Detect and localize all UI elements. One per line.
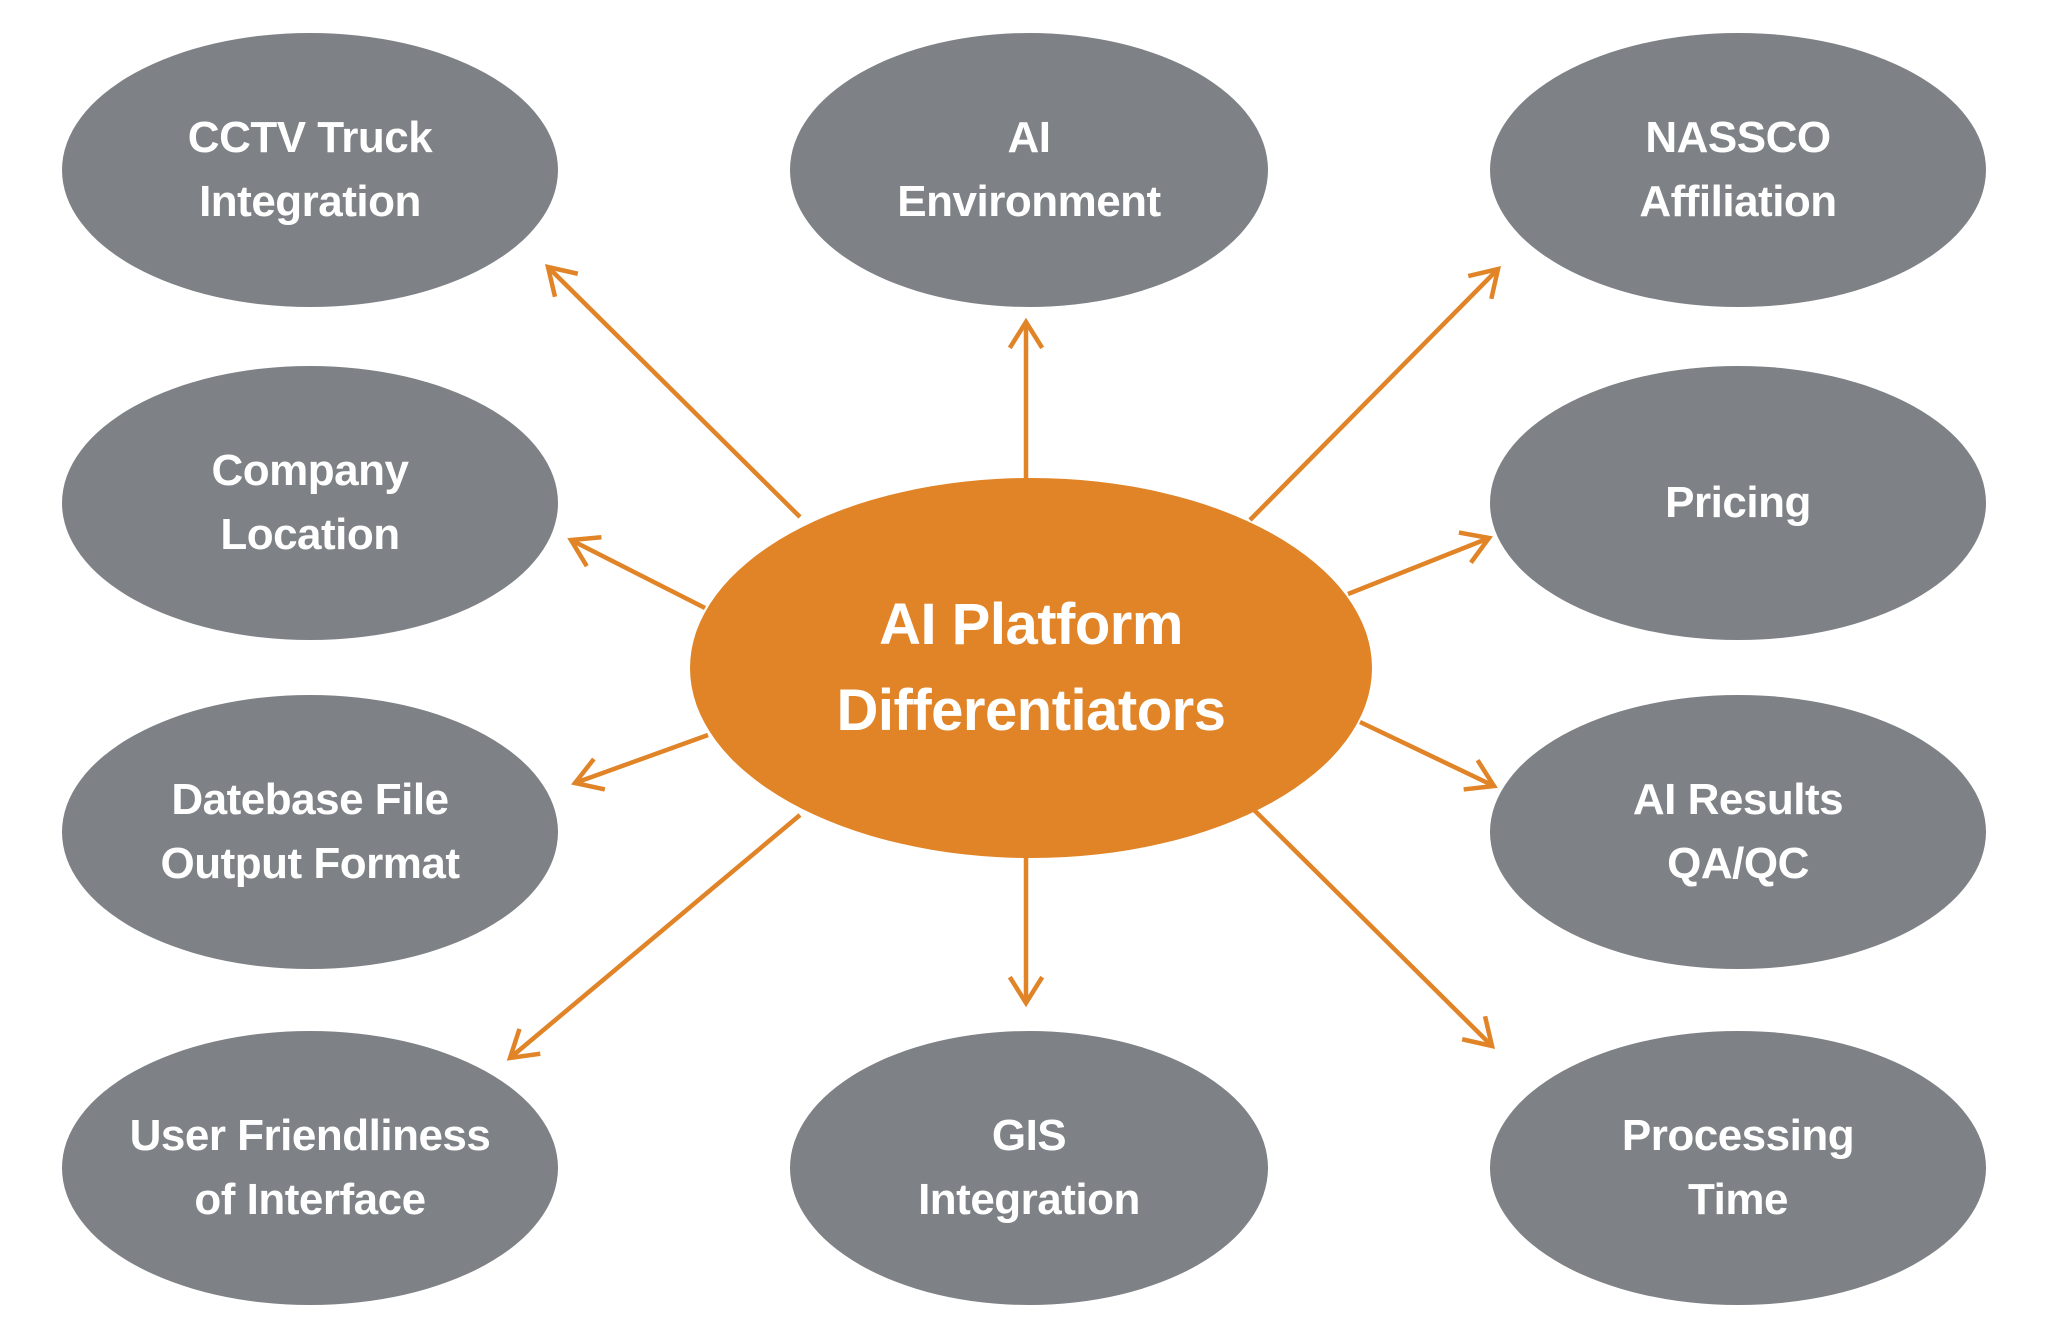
node-label-line: of Interface [194,1175,426,1224]
node-ai-results-qa-qc: AI Results QA/QC [1490,695,1986,969]
node-label-line: Output Format [160,839,460,888]
node-label-line: Integration [199,177,421,226]
node-label-line: Time [1688,1175,1788,1224]
node-nassco-affiliation: NASSCO Affiliation [1490,33,1986,307]
node-label-line: QA/QC [1667,839,1809,888]
arrow-to-cctv-truck-integration [548,267,802,519]
node-label-line: Company [211,446,409,495]
node-datebase-file-output-format: Datebase File Output Format [62,695,558,969]
node-label-line: AI [1007,113,1052,162]
node-gis-integration: GIS Integration [790,1031,1268,1305]
arrow-to-processing-time [1240,796,1492,1046]
node-label-line: Datebase File [171,775,449,824]
arrow-to-nassco-affiliation [1248,269,1498,522]
node-label-line: GIS [991,1111,1067,1160]
arrow-to-pricing [1347,538,1489,597]
node-label-line: User Friendliness [129,1111,491,1160]
node-label-line: CCTV Truck [187,113,433,162]
center-label-line: AI Platform [879,592,1183,657]
node-label-line: Location [220,510,400,559]
node-label-line: Environment [897,177,1161,226]
node-user-friendliness-of-interface: User Friendliness of Interface [62,1031,558,1305]
node-ai-platform-differentiators: AI Platform Differentiators [690,478,1372,858]
node-label-line: Integration [918,1175,1140,1224]
arrow-to-user-friendliness-of-interface [510,813,802,1058]
center-label-line: Differentiators [836,678,1226,743]
node-label-line: AI Results [1632,775,1844,824]
node-processing-time: Processing Time [1490,1031,1986,1305]
node-company-location: Company Location [62,366,558,640]
arrow-to-company-location [571,540,707,611]
node-label-line: NASSCO [1645,113,1831,162]
node-pricing: Pricing [1490,366,1986,640]
node-cctv-truck-integration: CCTV Truck Integration [62,33,558,307]
node-label-line: Pricing [1665,478,1811,527]
arrow-to-datebase-file-output-format [575,732,709,783]
node-label-line: Processing [1621,1111,1855,1160]
node-label-line: Affiliation [1639,177,1837,226]
arrow-to-ai-results-qa-qc [1359,719,1494,786]
node-ai-environment: AI Environment [790,33,1268,307]
